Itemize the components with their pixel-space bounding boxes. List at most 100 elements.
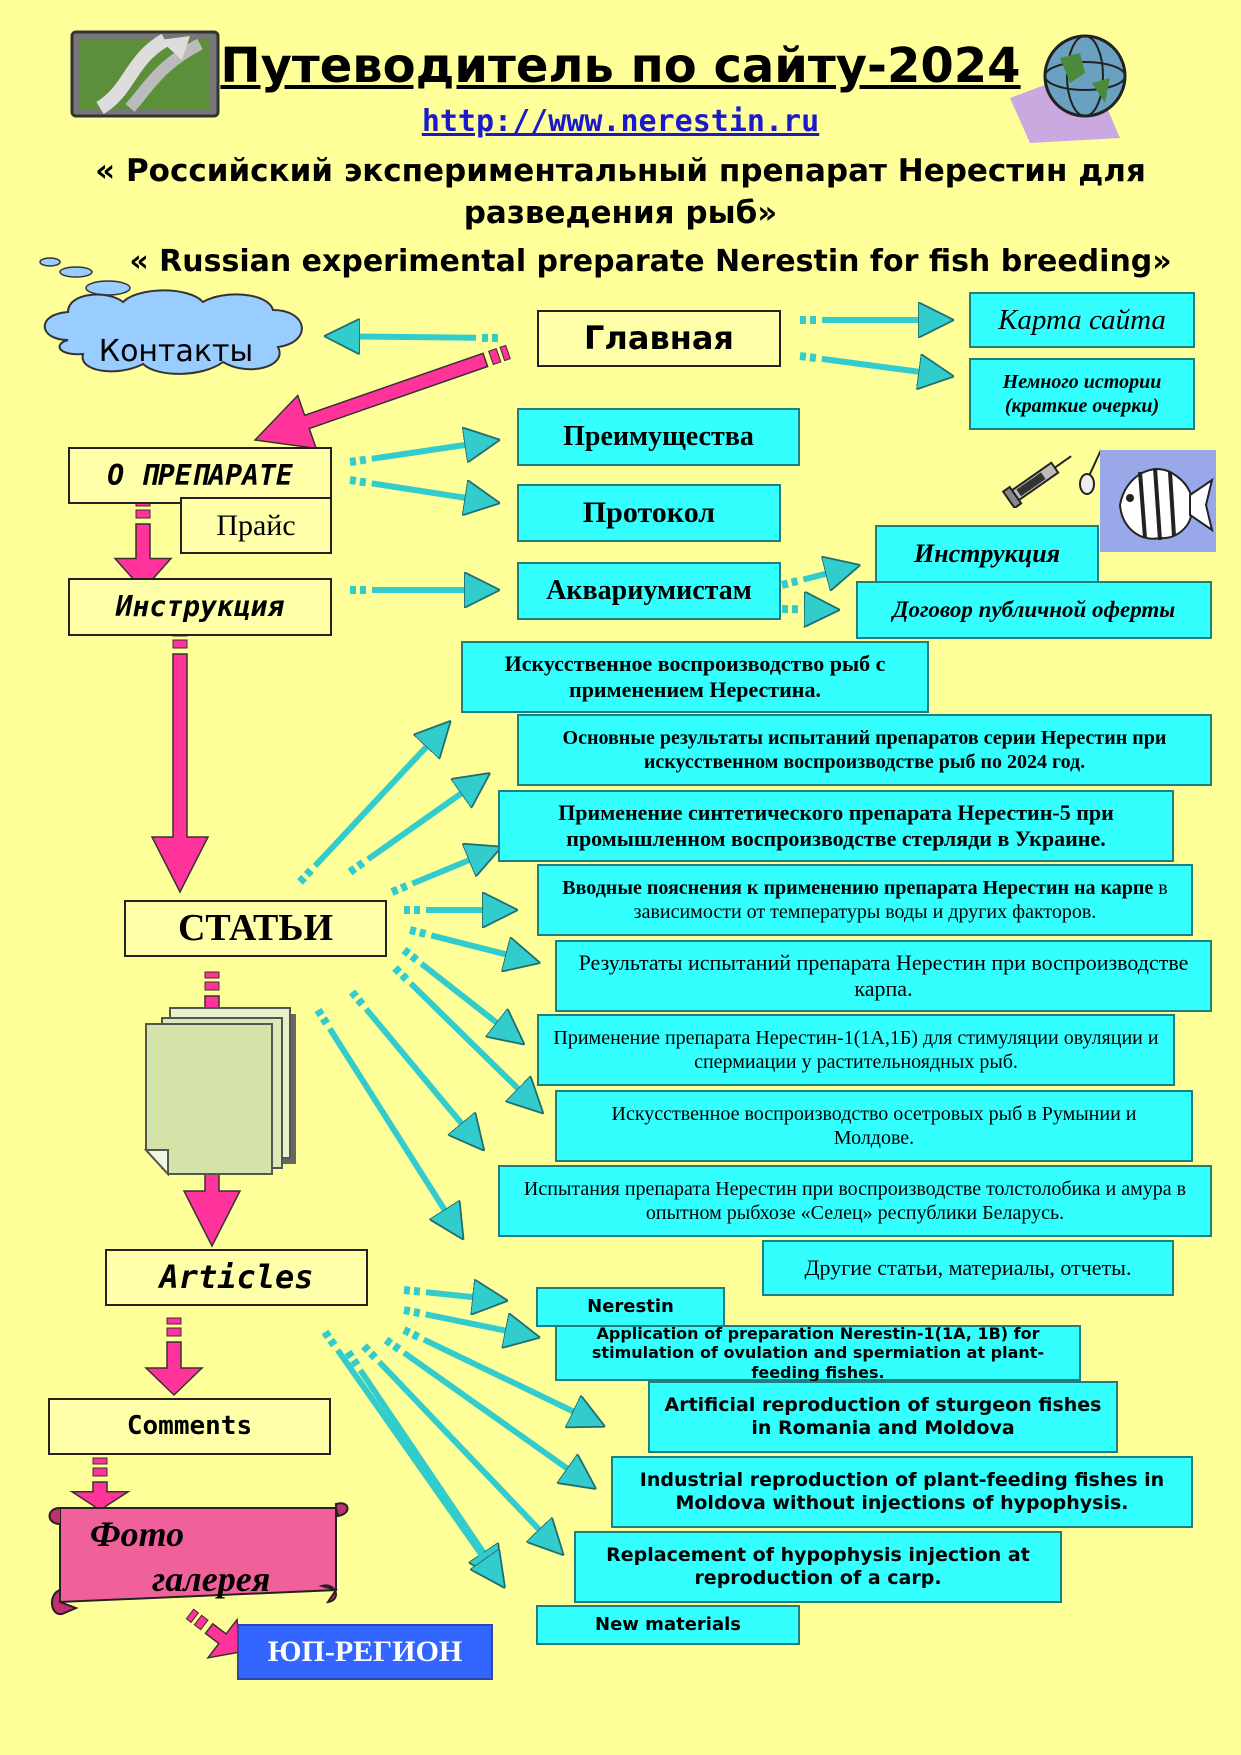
arrow-dash [92, 1467, 108, 1477]
syringe-icon [1000, 448, 1080, 510]
main-node[interactable]: Главная [537, 310, 781, 367]
article-en-item[interactable]: Replacement of hypophysis injection at r… [574, 1531, 1062, 1603]
sitemap-node[interactable]: Карта сайта [969, 292, 1195, 348]
documents-icon [140, 998, 310, 1178]
teal-arrow [330, 336, 477, 338]
teal-arrow [408, 981, 539, 1109]
gallery-title-line2: галерея [152, 1559, 271, 1599]
arrow-dash [349, 457, 357, 466]
article-ru-item[interactable]: Результаты испытаний препарата Нерестин … [555, 940, 1212, 1012]
subtitle-ru: « Российский экспериментальный препарат … [95, 153, 1146, 231]
arrow-dash [193, 1614, 209, 1631]
arrow-dash [172, 639, 188, 649]
arrow-dash [204, 981, 220, 991]
arrow-dash [399, 972, 410, 983]
arrow-dash [135, 509, 151, 519]
arrow-dash [392, 965, 403, 976]
arrow-dash [359, 455, 367, 465]
article-ru-item[interactable]: Искусственное воспроизводство осетровых … [555, 1090, 1193, 1162]
article-en-item[interactable]: Application of preparation Nerestin-1(1A… [555, 1324, 1081, 1382]
comments-node[interactable]: Comments [48, 1398, 331, 1455]
page-title: Путеводитель по сайту-2024 [220, 38, 1021, 94]
pink-arrow [113, 523, 173, 592]
arrow-dash [321, 1329, 332, 1340]
globe-icon [1000, 28, 1160, 143]
teal-arrow [327, 1026, 461, 1235]
protocol-node[interactable]: Протокол [517, 484, 781, 542]
pink-arrow [204, 1617, 241, 1659]
teal-arrow [425, 1292, 502, 1300]
arrow-dash [790, 577, 799, 587]
advantages-node[interactable]: Преимущества [517, 408, 800, 466]
article-en-item[interactable]: New materials [536, 1605, 800, 1645]
teal-arrow [312, 725, 447, 868]
pink-arrow [253, 352, 489, 450]
arrow-dash [391, 1342, 402, 1353]
teal-arrow [402, 1350, 591, 1486]
teal-arrow [424, 1311, 535, 1336]
arrow-dash [368, 1350, 378, 1361]
scroll-banner-icon[interactable] [46, 1490, 352, 1622]
arrow-dash [402, 1326, 412, 1337]
article-ru-item[interactable]: Искусственное воспроизводство рыб с прим… [461, 641, 929, 713]
gallery-title-line1: Фото [90, 1514, 185, 1554]
article-en-item[interactable]: Industrial reproduction of plant-feeding… [611, 1456, 1193, 1528]
region-node[interactable]: ЮП-РЕГИОН [237, 1624, 493, 1680]
arrow-dash [297, 874, 308, 885]
arrow-dash [383, 1336, 394, 1347]
arrow-dash [355, 997, 366, 1007]
arrow-dash [488, 348, 502, 366]
arrow-dash [204, 971, 220, 979]
article-ru-item[interactable]: Вводные пояснения к применению препарата… [537, 864, 1193, 936]
arrow-dash [409, 953, 420, 964]
contacts-node[interactable]: Контакты [98, 334, 254, 369]
arrow-dash [403, 1306, 411, 1316]
teal-arrow [419, 961, 520, 1041]
about-node[interactable]: О ПРЕПАРАТЕ [68, 447, 332, 504]
arrow-dash [359, 477, 367, 487]
article-en-item[interactable]: Nerestin [536, 1287, 725, 1327]
teal-arrow [366, 776, 485, 862]
article-ru-item[interactable]: Применение препарата Нерестин-1(1А,1Б) д… [537, 1014, 1175, 1086]
article-ru-item[interactable]: Применение синтетического препарата Нере… [498, 790, 1174, 862]
arrow-dash [399, 882, 409, 892]
arrow-dash [348, 989, 359, 1000]
article-en-item[interactable]: Artificial reproduction of sturgeon fish… [648, 1381, 1118, 1453]
arrow-dash [350, 1358, 361, 1368]
arrow-dash [409, 926, 417, 936]
articles-en-node[interactable]: Articles [105, 1249, 368, 1306]
arrow-dash [499, 344, 511, 362]
teal-arrow [821, 359, 948, 376]
arrow-dash [347, 865, 358, 876]
arrow-dash [355, 859, 366, 870]
cloud-icon [28, 252, 318, 382]
instruction-left-node[interactable]: Инструкция [68, 578, 332, 636]
teal-arrow [335, 1348, 502, 1583]
instruction-right-node[interactable]: Инструкция [875, 525, 1099, 583]
arrow-dash [314, 1007, 325, 1018]
arrow-dash [349, 476, 357, 485]
history-node[interactable]: Немного истории (краткие очерки) [969, 358, 1195, 430]
site-url-link[interactable]: http://www.nerestin.ru [421, 104, 820, 139]
aquarists-node[interactable]: Аквариумистам [517, 562, 781, 620]
arrow-dash [390, 886, 400, 896]
teal-arrow [802, 566, 854, 579]
arrow-dash [303, 867, 314, 878]
pink-arrow [69, 1481, 131, 1511]
offer-node[interactable]: Договор публичной оферты [856, 581, 1212, 639]
arrow-dash [401, 946, 412, 957]
article-ru-item[interactable]: Другие статьи, материалы, отчеты. [762, 1240, 1174, 1296]
teal-arrow [363, 1006, 480, 1146]
arrow-dash [319, 1016, 330, 1026]
road-sign-icon [70, 30, 220, 118]
teal-arrow [430, 932, 534, 961]
article-ru-item[interactable]: Испытания препарата Нерестин при воспрои… [498, 1165, 1212, 1237]
subtitle-en: « Russian experimental preparate Neresti… [129, 244, 1172, 279]
pink-arrow [150, 653, 210, 894]
article-ru-item[interactable]: Основные результаты испытаний препаратов… [517, 714, 1212, 786]
articles-ru-node[interactable]: СТАТЬИ [124, 900, 387, 957]
price-node[interactable]: Прайс [180, 497, 332, 554]
arrow-dash [327, 1337, 338, 1348]
arrow-dash [403, 1286, 411, 1295]
arrow-dash [92, 1457, 108, 1465]
